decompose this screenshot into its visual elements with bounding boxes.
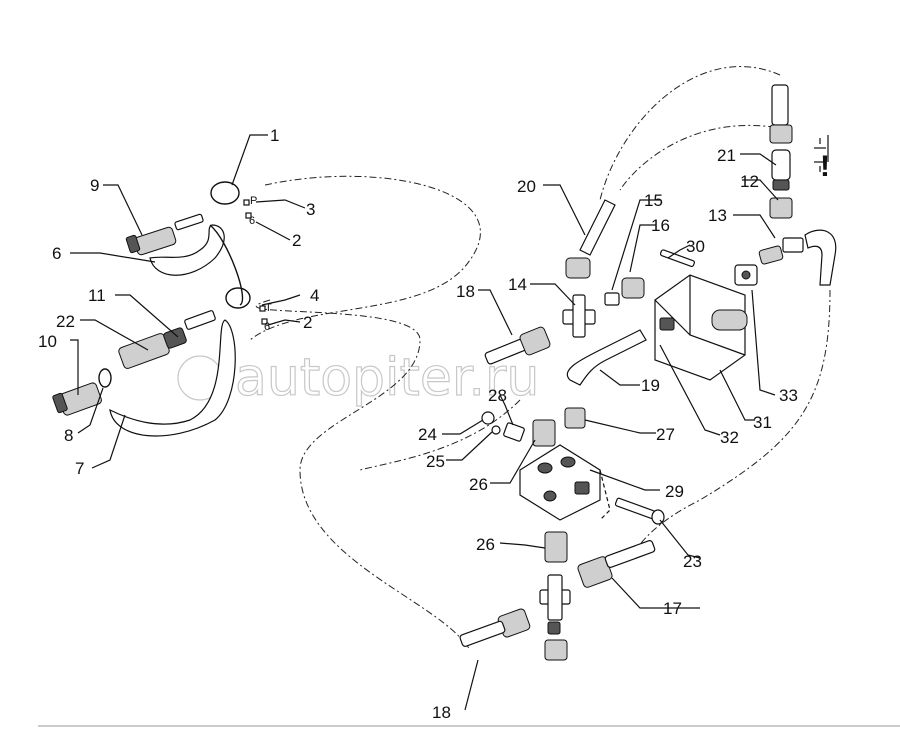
callout-27: 27 xyxy=(656,425,675,444)
callout-33: 33 xyxy=(779,386,798,405)
callout-19: 19 xyxy=(641,376,660,395)
callout-2-upper: 2 xyxy=(292,231,301,250)
small-label-6-lower: 6 xyxy=(264,321,270,333)
callout-11: 11 xyxy=(88,286,106,305)
callout-25: 25 xyxy=(426,452,445,471)
small-label-6-upper: 6 xyxy=(249,215,255,227)
callout-16: 16 xyxy=(651,216,670,235)
callout-6: 6 xyxy=(52,244,61,263)
callout-18-lower: 18 xyxy=(432,703,451,722)
callout-26-upper: 26 xyxy=(469,475,488,494)
manifold-block xyxy=(481,407,611,521)
callout-22: 22 xyxy=(56,312,75,331)
warning-symbol: ! xyxy=(820,150,830,183)
callout-12: 12 xyxy=(740,172,759,191)
callout-7: 7 xyxy=(75,459,84,478)
lower-tee-group xyxy=(459,531,656,661)
upper-right-fittings xyxy=(769,84,829,219)
center-hose-group xyxy=(484,199,647,386)
symbols: P T ! 6 6 xyxy=(249,150,830,333)
coupling-lower xyxy=(52,287,268,437)
callout-14: 14 xyxy=(508,275,527,294)
callout-1: 1 xyxy=(270,126,279,145)
hose-routes xyxy=(249,66,831,651)
callout-15: 15 xyxy=(644,191,663,210)
callout-4: 4 xyxy=(310,286,319,305)
coupling-upper xyxy=(125,181,252,306)
callout-24: 24 xyxy=(418,425,437,444)
callout-17: 17 xyxy=(663,599,682,618)
tank-port-symbol: T xyxy=(265,302,272,314)
callout-2-lower: 2 xyxy=(303,313,312,332)
callout-13: 13 xyxy=(708,206,727,225)
callout-30: 30 xyxy=(686,237,705,256)
callout-9: 9 xyxy=(90,176,99,195)
leader-lines xyxy=(70,134,779,711)
callout-32: 32 xyxy=(720,428,739,447)
pump-unit xyxy=(654,229,837,381)
callout-20: 20 xyxy=(517,177,536,196)
callout-28: 28 xyxy=(488,386,507,405)
callout-31: 31 xyxy=(753,413,772,432)
bolt-23 xyxy=(614,497,665,525)
callout-29: 29 xyxy=(665,482,684,501)
callout-26-lower: 26 xyxy=(476,535,495,554)
callout-3: 3 xyxy=(306,200,315,219)
callout-23: 23 xyxy=(683,552,702,571)
callout-labels: 1 2 2 3 4 6 7 8 9 10 11 12 13 14 15 16 1… xyxy=(38,126,798,722)
callout-10: 10 xyxy=(38,332,57,351)
callout-21: 21 xyxy=(717,146,736,165)
callout-18-upper: 18 xyxy=(456,282,475,301)
pressure-port-symbol: P xyxy=(250,195,257,207)
callout-8: 8 xyxy=(64,426,73,445)
